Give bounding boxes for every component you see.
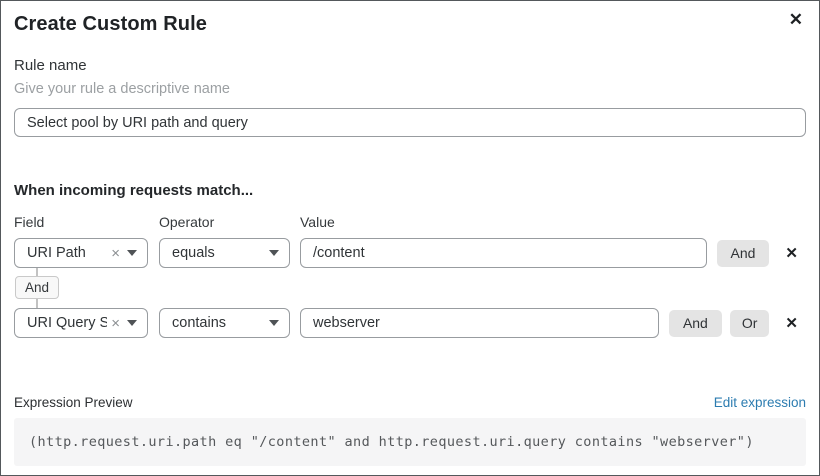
- close-icon: ✕: [788, 10, 803, 29]
- and-connector-chip[interactable]: And: [14, 276, 60, 299]
- operator-select-2-value: contains: [172, 315, 227, 331]
- condition-row-2: URI Query St... × contains And Or ✕: [14, 308, 806, 338]
- field-select-1-value: URI Path: [27, 245, 86, 261]
- value-column-label: Value: [300, 214, 335, 230]
- connector-line-bottom: [36, 299, 38, 308]
- field-select-2-value: URI Query St...: [27, 315, 107, 331]
- condition-connector: And: [14, 268, 60, 308]
- operator-select-2[interactable]: contains: [159, 308, 290, 338]
- expression-preview-label: Expression Preview: [14, 395, 133, 410]
- add-and-condition-button-1[interactable]: And: [716, 239, 770, 267]
- chevron-down-icon: [127, 250, 137, 256]
- operator-select-1[interactable]: equals: [159, 238, 290, 268]
- chevron-down-icon: [269, 250, 279, 256]
- remove-condition-icon-2[interactable]: ✕: [785, 314, 798, 332]
- remove-condition-icon-1[interactable]: ✕: [785, 244, 798, 262]
- clear-field-icon[interactable]: ×: [111, 314, 120, 332]
- rule-name-helper-text: Give your rule a descriptive name: [14, 81, 230, 97]
- rule-name-label: Rule name: [14, 57, 87, 74]
- field-column-label: Field: [14, 214, 45, 230]
- value-input-2[interactable]: [300, 308, 659, 338]
- rule-name-input[interactable]: [14, 108, 806, 137]
- expression-preview-header: Expression Preview Edit expression: [14, 395, 806, 410]
- expression-code-block: (http.request.uri.path eq "/content" and…: [14, 418, 806, 466]
- expression-code-text: (http.request.uri.path eq "/content" and…: [29, 434, 754, 450]
- condition-column-labels: Field Operator Value: [14, 214, 806, 230]
- clear-field-icon[interactable]: ×: [111, 244, 120, 262]
- close-button[interactable]: ✕: [785, 7, 807, 32]
- edit-expression-link[interactable]: Edit expression: [713, 395, 806, 410]
- match-section-heading: When incoming requests match...: [14, 182, 254, 199]
- add-and-condition-button-2[interactable]: And: [668, 309, 722, 337]
- chevron-down-icon: [127, 320, 137, 326]
- operator-select-1-value: equals: [172, 245, 215, 261]
- field-select-2[interactable]: URI Query St... ×: [14, 308, 148, 338]
- dialog-title: Create Custom Rule: [14, 13, 207, 35]
- add-or-condition-button-2[interactable]: Or: [729, 309, 770, 337]
- condition-row-1: URI Path × equals And ✕: [14, 238, 806, 268]
- field-select-1[interactable]: URI Path ×: [14, 238, 148, 268]
- operator-column-label: Operator: [159, 214, 215, 230]
- value-input-1[interactable]: [300, 238, 707, 268]
- chevron-down-icon: [269, 320, 279, 326]
- connector-line-top: [36, 268, 38, 276]
